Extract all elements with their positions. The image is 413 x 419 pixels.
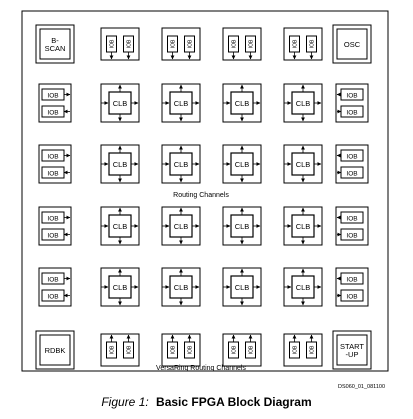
clb-label: CLB bbox=[174, 283, 189, 292]
diagram-border bbox=[21, 10, 389, 372]
iob-label: IOB bbox=[346, 93, 357, 100]
iob-label: IOB bbox=[249, 345, 255, 354]
clb-label: CLB bbox=[113, 160, 128, 169]
iob-label: IOB bbox=[127, 39, 133, 48]
clb-label: CLB bbox=[235, 99, 250, 108]
iob-label: IOB bbox=[188, 345, 194, 354]
iob-label: IOB bbox=[171, 345, 177, 354]
clb-label: CLB bbox=[235, 160, 250, 169]
figure-caption: Figure 1: Basic FPGA Block Diagram bbox=[0, 395, 413, 409]
clb-label: CLB bbox=[174, 160, 189, 169]
iob-label: IOB bbox=[346, 233, 357, 240]
figure-title: Basic FPGA Block Diagram bbox=[156, 395, 312, 409]
figure-number: Figure 1: bbox=[101, 395, 149, 409]
iob-label: IOB bbox=[346, 110, 357, 117]
iob-label: IOB bbox=[232, 345, 238, 354]
rdbk-block bbox=[39, 334, 71, 366]
iob-label: IOB bbox=[346, 277, 357, 284]
clb-label: CLB bbox=[296, 283, 311, 292]
iob-label: IOB bbox=[110, 39, 116, 48]
versaring-routing-channels-label: VersaRing Routing Channels bbox=[156, 365, 246, 372]
iob-label: IOB bbox=[346, 154, 357, 161]
iob-label: IOB bbox=[47, 294, 58, 301]
osc-label: OSC bbox=[344, 40, 361, 49]
iob-label: IOB bbox=[346, 294, 357, 301]
clb-label: CLB bbox=[235, 283, 250, 292]
iob-label: IOB bbox=[232, 39, 238, 48]
clb-label: CLB bbox=[113, 283, 128, 292]
iob-label: IOB bbox=[171, 39, 177, 48]
startup-block bbox=[336, 334, 368, 366]
iob-label: IOB bbox=[47, 110, 58, 117]
iob-label: IOB bbox=[310, 345, 316, 354]
clb-label: CLB bbox=[113, 222, 128, 231]
iob-label: IOB bbox=[47, 93, 58, 100]
clb-label: CLB bbox=[174, 222, 189, 231]
bscan-block bbox=[39, 28, 71, 60]
iob-label: IOB bbox=[47, 171, 58, 178]
iob-label: IOB bbox=[293, 39, 299, 48]
iob-label: IOB bbox=[127, 345, 133, 354]
clb-label: CLB bbox=[296, 99, 311, 108]
iob-label: IOB bbox=[47, 154, 58, 161]
fpga-block-diagram: B-SCAN OSC RDBK START-UP CLB CLB CLB CLB CLB CLB C… bbox=[21, 10, 389, 390]
iob-label: IOB bbox=[346, 171, 357, 178]
clb-label: CLB bbox=[113, 99, 128, 108]
iob-label: IOB bbox=[249, 39, 255, 48]
startup-label: START-UP bbox=[340, 342, 364, 359]
clb-label: CLB bbox=[296, 160, 311, 169]
iob-label: IOB bbox=[47, 277, 58, 284]
bscan-label: B-SCAN bbox=[45, 36, 66, 53]
osc-block bbox=[336, 28, 368, 60]
clb-label: CLB bbox=[296, 222, 311, 231]
document-code: DS060_01_081100 bbox=[338, 384, 385, 390]
iob-label: IOB bbox=[188, 39, 194, 48]
routing-channels-label: Routing Channels bbox=[173, 192, 229, 199]
iob-label: IOB bbox=[310, 39, 316, 48]
iob-label: IOB bbox=[293, 345, 299, 354]
clb-label: CLB bbox=[235, 222, 250, 231]
clb-label: CLB bbox=[174, 99, 189, 108]
iob-label: IOB bbox=[47, 216, 58, 223]
rdbk-label: RDBK bbox=[45, 346, 66, 355]
iob-label: IOB bbox=[346, 216, 357, 223]
iob-label: IOB bbox=[110, 345, 116, 354]
iob-label: IOB bbox=[47, 233, 58, 240]
